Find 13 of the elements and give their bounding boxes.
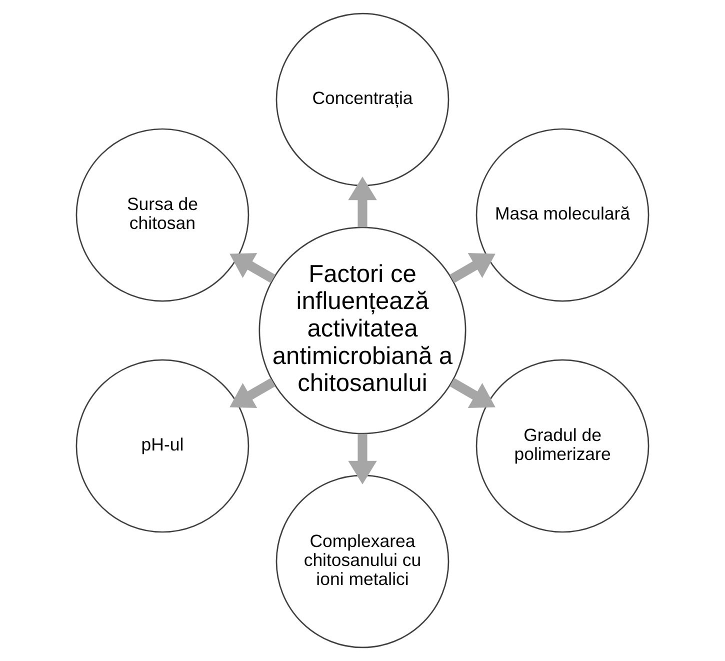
arrow bbox=[348, 434, 377, 484]
node-circle: pH-ul bbox=[76, 359, 250, 533]
arrow bbox=[450, 253, 496, 283]
node-circle: Factori ce influențează activitatea antimicrobiană a chitosanului bbox=[258, 226, 466, 434]
node-circle: Complexarea chitosanului cu ioni metalici bbox=[276, 474, 450, 648]
arrow bbox=[348, 176, 377, 228]
node-circle: Masa moleculară bbox=[476, 128, 650, 302]
node-circle: Sursa de chitosan bbox=[76, 128, 250, 302]
arrow bbox=[230, 253, 276, 283]
node-circle: Concentrația bbox=[276, 12, 450, 186]
arrow bbox=[230, 378, 276, 408]
node-circle: Gradul de polimerizare bbox=[476, 359, 650, 533]
arrow bbox=[450, 378, 496, 408]
